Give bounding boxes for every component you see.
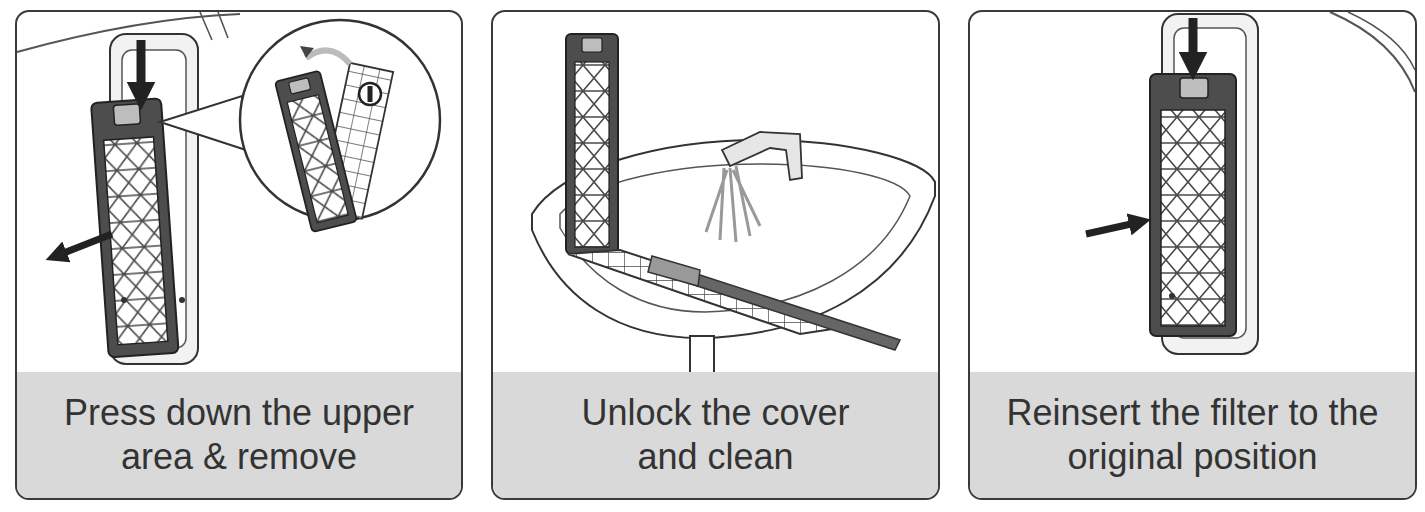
filter-housing	[1162, 14, 1258, 354]
unlock-icon	[359, 83, 381, 105]
caption-band: Press down the upper area & remove	[17, 372, 461, 498]
brush-bristles	[648, 256, 700, 286]
panel-two-art	[532, 34, 935, 376]
press-arrow	[1189, 18, 1198, 66]
step-caption: Unlock the cover and clean	[556, 391, 876, 479]
insert-arrow	[1086, 222, 1140, 234]
water	[706, 166, 760, 242]
filter	[91, 98, 179, 357]
panel-three-art	[1086, 12, 1415, 354]
sink-pedestal	[690, 336, 714, 376]
drum-edge	[200, 12, 228, 40]
drum-edge	[1330, 12, 1415, 92]
caption-band: Unlock the cover and clean	[493, 372, 938, 498]
step-panel: Reinsert the filter to the original posi…	[968, 10, 1417, 500]
caption-band: Reinsert the filter to the original posi…	[970, 372, 1415, 498]
inset-cover	[275, 71, 357, 233]
rotate-arrow	[306, 50, 350, 64]
inset-leader	[160, 96, 246, 150]
step-panel: Unlock the cover and clean	[491, 10, 940, 500]
filter	[1150, 74, 1236, 336]
step-caption: Reinsert the filter to the original posi…	[993, 391, 1393, 479]
step-caption: Press down the upper area & remove	[44, 391, 434, 479]
remove-arrow	[56, 234, 112, 256]
panel-one-art	[17, 12, 440, 364]
press-arrow	[137, 40, 146, 96]
filter-cover	[566, 34, 618, 254]
step-panel: Press down the upper area & remove	[15, 10, 463, 500]
rotate-arrow	[300, 46, 314, 58]
